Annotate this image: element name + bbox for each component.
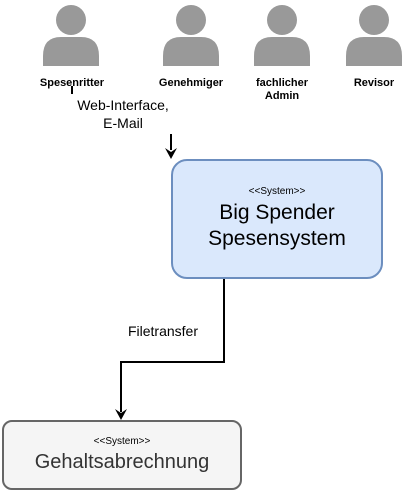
system-name: Big Spender Spesensystem — [208, 200, 346, 252]
system-big-spender: <<System>> Big Spender Spesensystem — [171, 159, 383, 279]
system-name: Gehaltsabrechnung — [34, 451, 210, 473]
system-stereotype: <<System>> — [248, 186, 306, 197]
actor-spesenritter-icon — [43, 5, 99, 66]
actor-revisor-icon — [346, 5, 402, 66]
actor-label-spesenritter: Spesenritter — [39, 77, 105, 89]
edge-label-filetransfer: Filetransfer — [118, 322, 208, 340]
actor-fachlicher-admin-icon — [254, 5, 310, 66]
actor-label-fachlicher-admin: fachlicher Admin — [256, 77, 308, 102]
system-gehaltsabrechnung: <<System>> Gehaltsabrechnung — [2, 420, 242, 490]
edge-system-to-payroll — [115, 279, 225, 420]
edge-label-line1: Web-Interface, — [77, 97, 169, 113]
actor-label-genehmiger: Genehmiger — [158, 77, 224, 89]
edge-users-to-system — [71, 86, 177, 159]
edge-label-line2: E-Mail — [103, 115, 143, 131]
edge-label-web-email: Web-Interface, E-Mail — [64, 96, 182, 132]
arrowhead-icon — [165, 148, 177, 159]
system-name-line2: Spesensystem — [208, 227, 346, 250]
arrowhead-icon — [115, 409, 127, 420]
system-stereotype: <<System>> — [93, 436, 151, 447]
actor-label-revisor: Revisor — [353, 77, 395, 89]
system-name-line1: Big Spender — [219, 201, 335, 224]
actor-genehmiger-icon — [163, 5, 219, 66]
